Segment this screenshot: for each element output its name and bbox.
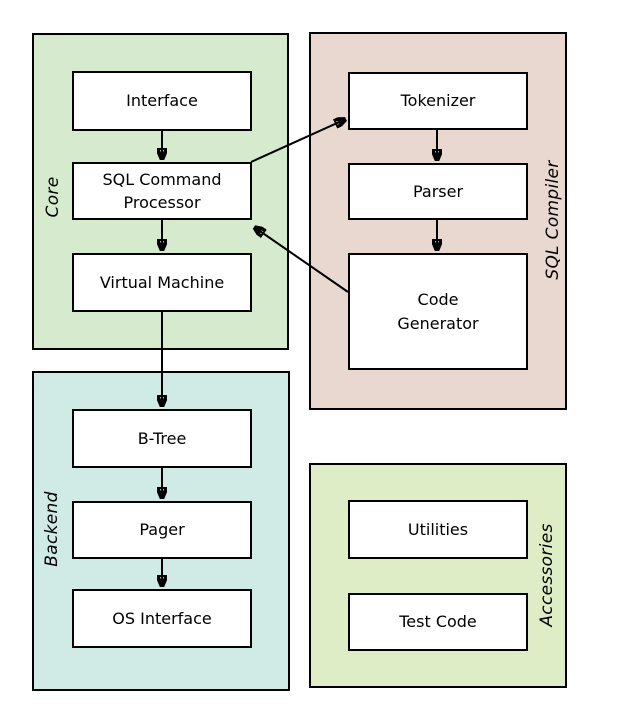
node-sql-command-processor-label-line1: SQL Command bbox=[102, 169, 222, 189]
group-label-backend-text: Backend bbox=[42, 491, 62, 567]
node-interface-label: Interface bbox=[126, 91, 198, 111]
node-sql-command-processor-label-line2: Processor bbox=[123, 193, 201, 212]
group-accessories bbox=[309, 463, 567, 688]
node-test-code: Test Code bbox=[348, 593, 528, 651]
node-os-interface: OS Interface bbox=[72, 589, 252, 648]
node-b-tree: B-Tree bbox=[72, 409, 252, 468]
node-code-generator-label-line2: Generator bbox=[397, 313, 479, 333]
node-virtual-machine: Virtual Machine bbox=[72, 253, 252, 312]
node-b-tree-label: B-Tree bbox=[137, 428, 187, 448]
node-parser-label: Parser bbox=[412, 181, 464, 201]
node-virtual-machine-label: Virtual Machine bbox=[99, 272, 225, 292]
node-pager: Pager bbox=[72, 501, 252, 559]
node-utilities: Utilities bbox=[348, 500, 528, 559]
node-test-code-label: Test Code bbox=[399, 612, 477, 632]
node-utilities-label: Utilities bbox=[407, 519, 469, 539]
group-label-sql-compiler-text: SQL Compiler bbox=[543, 160, 563, 280]
node-tokenizer-label: Tokenizer bbox=[400, 91, 476, 111]
group-label-core-text: Core bbox=[43, 176, 63, 218]
node-interface: Interface bbox=[72, 71, 252, 131]
node-code-generator-label-line1: Code bbox=[417, 290, 459, 310]
node-sql-command-processor: SQL Command Processor bbox=[72, 162, 252, 220]
group-label-accessories-text: Accessories bbox=[537, 523, 557, 627]
node-os-interface-label: OS Interface bbox=[112, 608, 212, 628]
node-parser: Parser bbox=[348, 163, 528, 220]
node-tokenizer: Tokenizer bbox=[348, 72, 528, 130]
node-code-generator: Code Generator bbox=[348, 253, 528, 370]
node-pager-label: Pager bbox=[139, 520, 185, 540]
